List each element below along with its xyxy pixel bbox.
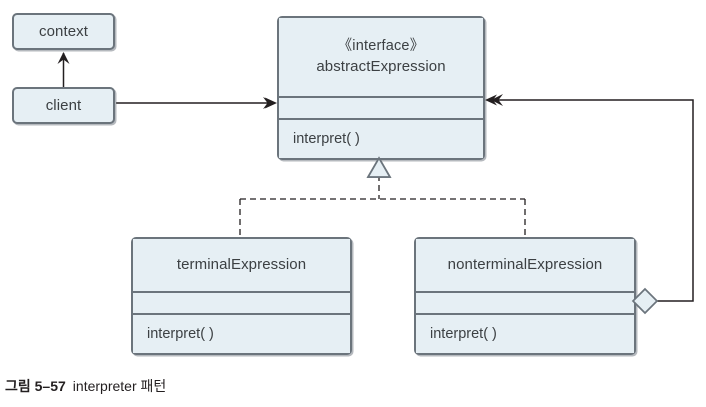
node-context[interactable]: context xyxy=(12,13,115,50)
node-abstract-expression-operations-text: interpret( ) xyxy=(293,131,360,147)
node-terminal-expression[interactable]: terminalExpression interpret( ) xyxy=(131,237,352,355)
node-client-label: client xyxy=(45,97,82,114)
node-context-label: context xyxy=(38,23,89,40)
node-abstract-expression-name: abstractExpression xyxy=(316,57,446,75)
node-nonterminal-expression-operations: interpret( ) xyxy=(416,313,634,353)
node-nonterminal-expression-operations-text: interpret( ) xyxy=(430,326,497,342)
aggregation-diamond-icon xyxy=(632,288,658,314)
node-terminal-expression-operations-text: interpret( ) xyxy=(147,326,214,342)
node-terminal-expression-header: terminalExpression xyxy=(133,239,350,291)
connector-realization-tree xyxy=(239,157,526,237)
node-nonterminal-expression-attributes xyxy=(416,291,634,313)
arrowhead-client-to-abstract-expression xyxy=(265,97,277,109)
figure-title: interpreter 패턴 xyxy=(72,378,167,394)
realization-triangle-overlay xyxy=(366,156,392,178)
node-nonterminal-expression-header: nonterminalExpression xyxy=(416,239,634,291)
node-abstract-expression-header: 《interface》 abstractExpression xyxy=(279,18,483,96)
figure-number: 그림 5–57 xyxy=(5,378,66,394)
node-abstract-expression-operations: interpret( ) xyxy=(279,118,483,158)
realization-triangle-icon xyxy=(366,157,392,178)
node-nonterminal-expression-name: nonterminalExpression xyxy=(447,255,603,273)
node-abstract-expression-attributes xyxy=(279,96,483,118)
node-terminal-expression-name: terminalExpression xyxy=(176,255,307,273)
aggregation-diamond-overlay xyxy=(631,287,659,315)
node-abstract-expression[interactable]: 《interface》 abstractExpression interpret… xyxy=(277,16,485,160)
arrowhead-aggregation-to-abstract-expression xyxy=(485,94,497,106)
node-terminal-expression-attributes xyxy=(133,291,350,313)
node-abstract-expression-stereotype: 《interface》 xyxy=(337,38,425,55)
figure-caption: 그림 5–57 interpreter 패턴 xyxy=(5,376,166,396)
node-terminal-expression-operations: interpret( ) xyxy=(133,313,350,353)
node-client[interactable]: client xyxy=(12,87,115,124)
node-nonterminal-expression[interactable]: nonterminalExpression interpret( ) xyxy=(414,237,636,355)
